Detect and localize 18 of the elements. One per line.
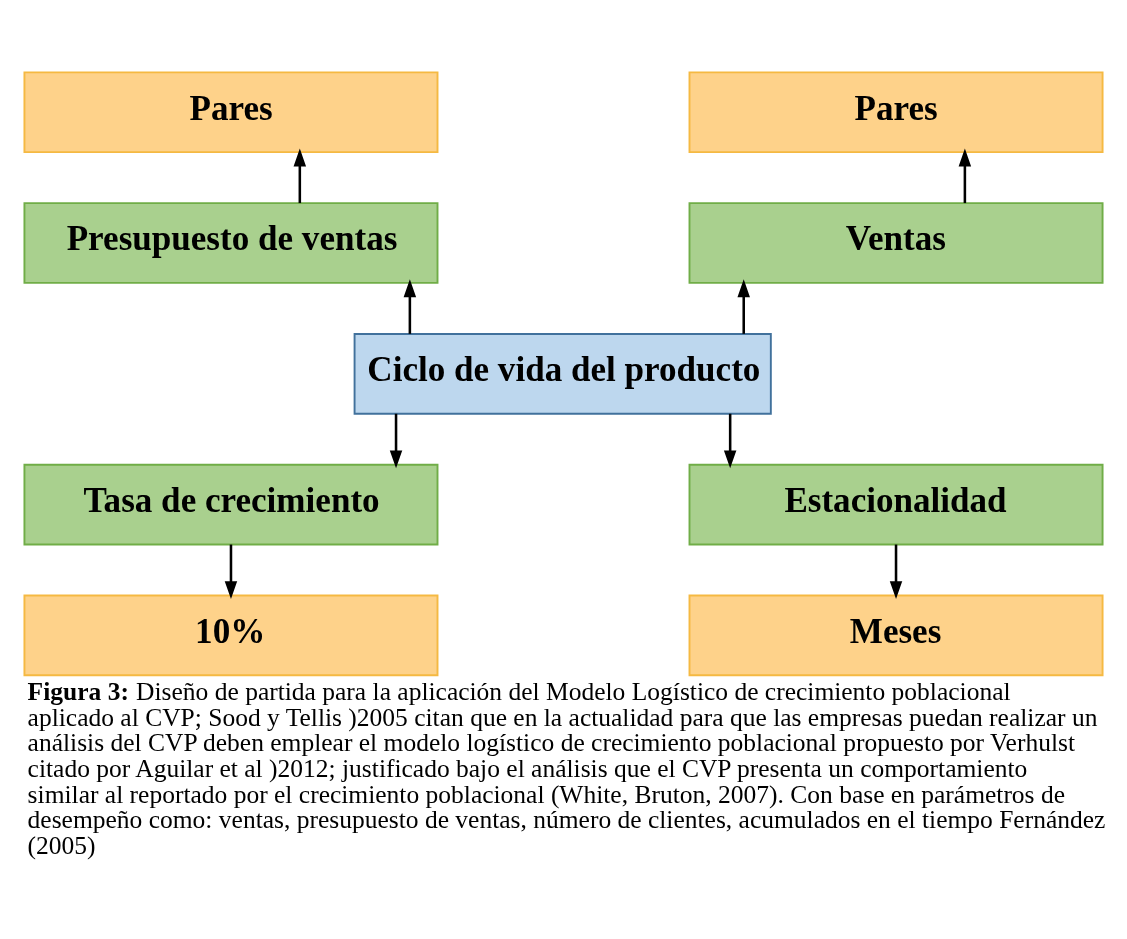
arrow xyxy=(293,148,307,204)
arrow xyxy=(737,279,750,334)
node-box: Pares xyxy=(23,71,439,154)
node-box: 10% xyxy=(23,594,439,677)
node-box: Tasa de crecimiento xyxy=(23,463,439,546)
caption: Figura 3: Diseño de partida para la aplicación del Modelo Logístico de crecimiento poblacional aplicado al CVP; Sood y Tellis )2005 citan que en la actualidad para que las empresas puedan realizar un análisis del CVP deben emplear el modelo logístico de crecimiento poblacional propuesto por Verhulst citado por Aguilar et al )2012; justificado bajo el análisis que el CVP presenta un comportamiento similar al reportado por el crecimiento poblacional (White, Bruton, 2007). Con base en parámetros de desempeño como: ventas, presupuesto de ventas, número de clientes, acumulados en el tiempo Fernández (2005) xyxy=(27,677,1106,860)
node-box: Ciclo de vida del producto xyxy=(353,333,772,415)
arrow xyxy=(958,148,972,204)
node-box: Ventas xyxy=(688,202,1104,284)
arrow xyxy=(224,544,238,600)
arrow xyxy=(389,413,403,469)
arrow xyxy=(723,413,737,469)
arrow xyxy=(403,279,417,334)
node-box: Presupuesto de ventas xyxy=(23,202,439,284)
node-box: Meses xyxy=(688,594,1104,677)
node-box: Estacionalidad xyxy=(688,463,1104,546)
node-box: Pares xyxy=(688,71,1104,154)
arrow xyxy=(889,544,903,600)
